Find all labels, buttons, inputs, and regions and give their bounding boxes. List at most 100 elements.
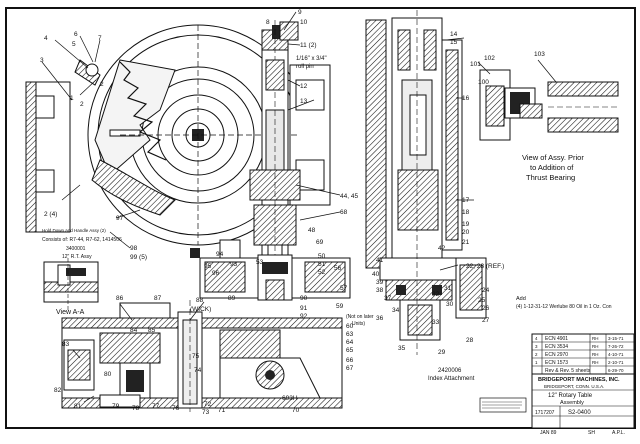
callout: 17 [462,197,470,204]
callout: 66 [346,357,354,364]
callout: 25 [478,297,486,304]
callout: 102 [484,55,495,62]
callout: 29 [438,349,446,356]
callout: 27 [482,317,490,324]
callout: 72 [204,401,212,408]
callout: 84 [130,327,138,334]
revision-letter: 2 [535,352,538,357]
sheet-border [5,7,636,429]
callout: 12 [300,83,308,90]
callout: 30 [446,301,454,308]
callout: 3 [40,57,44,64]
callout: 34 [392,307,400,314]
approval-stamp [479,397,527,413]
callout: 94 [216,251,224,258]
company-location: BRIDGEPORT, CONN. U.S.A. [544,384,604,389]
revision-by: RH [592,336,599,341]
callout: 86 [116,295,124,302]
callout: 19 [462,221,470,228]
callout: 40 [372,271,380,278]
callout: 48 [308,227,316,234]
revision-ecn: Rev & Rev. 5 sheets [545,368,591,374]
callout: 83 [62,341,70,348]
revision-date: 2-10-71 [608,360,624,365]
revision-ecn: ECN 1573 [545,360,568,366]
callout: 10 [300,19,308,26]
callout: 91 [300,305,308,312]
footer-mid: SH [588,430,595,436]
view-assy-note-2: to Addition of [530,163,574,172]
callout: 57 [340,285,348,292]
callout: 41 [376,257,384,264]
callout: 95 [204,263,212,270]
callout: 98 [130,245,138,252]
callout: (WICK) [190,306,211,313]
view-a-a-detail [43,258,99,310]
callout: 97 [116,215,124,222]
callout: 93 [230,261,238,268]
callout: 88 [196,297,204,304]
callout: 90 [300,295,308,302]
consists-note: Consists of: R7-44, R7-62, 1414506 [42,237,122,243]
callout: 53 [256,259,264,266]
callout: 37 [384,295,392,302]
callout: 74 [194,367,202,374]
roll-pin-note: 1/16" x 3/4" [296,56,327,62]
revision-by: RH [592,352,599,357]
callout: 69 [316,239,324,246]
leader-lines [41,11,557,403]
add-note-2: (4) 1-12-31-12 Werlube 80 Oil in 1 Oz. C… [516,304,612,310]
add-note-1: Add [516,296,526,302]
callout: 14 [450,31,458,38]
callout: 68 [340,209,348,216]
callout: 32 [432,291,440,298]
thrust-bearing-detail [479,69,620,141]
callout: 81 [74,403,82,410]
revision-ecn: ECN 2970 [545,352,568,358]
view-a-a-title: View A-A [56,309,85,316]
revision-letter: 4 [535,336,538,341]
not-later-note: (Not on later [346,314,374,320]
revision-date: 7-26-72 [608,344,624,349]
callout: 7 [98,35,102,42]
callout: 63 [346,331,354,338]
callout-labels: 4 6 5 7 3 1 2 2 2 (4) 97 98 99 (5) 8 9 1… [40,9,545,416]
callout: 82 [54,387,62,394]
callout: 59 [336,303,344,310]
callout: 71 [218,407,226,414]
callout: 80 [104,371,112,378]
callout: 77 [152,403,160,410]
callout: 64 [346,339,354,346]
revision-letter: 3 [535,344,538,349]
callout: 26 [482,305,490,312]
callout: 99 (5) [130,254,147,261]
footer-left: JAN 89 [540,430,557,436]
index-label: Index Attachment [428,376,475,382]
callout: 8 [266,19,270,26]
callout: 24 [482,287,490,294]
drawing-subtitle: Assembly [560,400,584,406]
callout: 89 [228,295,236,302]
not-later-note-2: Units) [352,321,365,327]
drawing-notes: 1/16" x 3/4" roll pin Hold Down and Hand… [42,56,612,382]
callout: 78 [132,405,140,412]
callout: 9 [298,9,302,16]
callout: 28 [466,337,474,344]
callout: 22, 23 (REF.) [466,263,504,270]
drawing-title: 12" Rotary Table [548,393,593,399]
callout: 20 [462,229,470,236]
callout: 5 [72,41,76,48]
callout: 56 [334,265,342,272]
callout: 21 [462,239,470,246]
view-assy-note-3: Thrust Bearing [526,173,575,182]
rt-assy-note: 12" R.T. Assy [62,254,92,260]
callout: 38 [376,287,384,294]
callout: 16 [462,95,470,102]
callout: 73 [202,409,210,416]
footer-right: A.P.L. [612,430,625,436]
callout: 76 [172,405,180,412]
callout: 2 [80,101,84,108]
